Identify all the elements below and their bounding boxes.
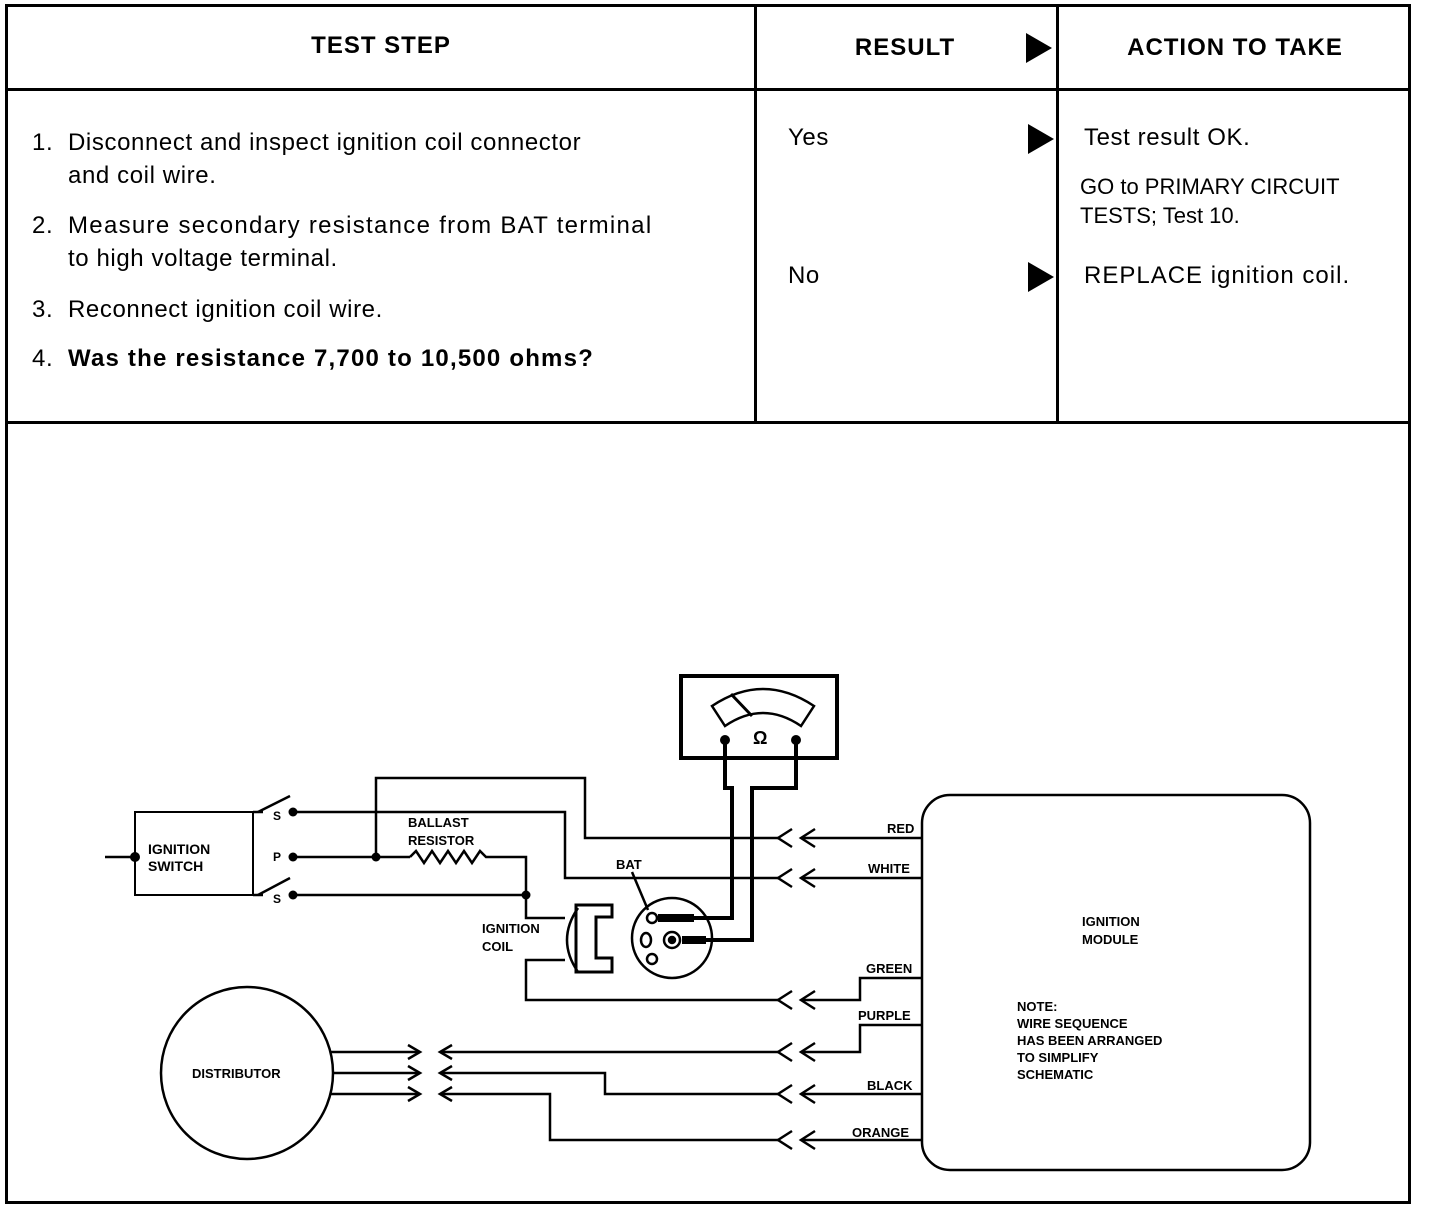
step-text-question: Was the resistance 7,700 to 10,500 ohms? — [68, 345, 594, 372]
note-line: SCHEMATIC — [1017, 1067, 1094, 1082]
note-line: WIRE SEQUENCE — [1017, 1016, 1128, 1031]
column-divider-2 — [1056, 4, 1059, 424]
meter-ohm-symbol: Ω — [753, 728, 767, 748]
wire-label-red: RED — [887, 821, 914, 836]
ignition-module: IGNITION MODULE NOTE: WIRE SEQUENCE HAS … — [920, 793, 1312, 1172]
table-bottom-divider — [5, 421, 1411, 424]
step-3: 3. Reconnect ignition coil wire. — [32, 293, 383, 326]
terminal-p: P — [273, 850, 281, 864]
header-action: ACTION TO TAKE — [1127, 34, 1343, 61]
result-yes-arrow-icon — [1028, 124, 1054, 154]
result-no: No — [788, 262, 820, 289]
step-number: 1. — [32, 129, 54, 156]
module-label-2: MODULE — [1082, 932, 1139, 947]
step-text-cont: and coil wire. — [68, 162, 217, 189]
step-2: 2. Measure secondary resistance from BAT … — [32, 209, 652, 275]
terminal-s-bottom: S — [273, 892, 281, 906]
step-number: 3. — [32, 296, 54, 323]
module-label: IGNITION — [1082, 914, 1140, 929]
distributor-label: DISTRIBUTOR — [192, 1066, 281, 1081]
ignition-coil-label: IGNITION — [482, 921, 540, 936]
step-4: 4. Was the resistance 7,700 to 10,500 ohm… — [32, 342, 594, 375]
header-arrow-icon — [1026, 33, 1052, 63]
ignition-coil-connector: IGNITION COIL — [482, 903, 614, 974]
distributor: DISTRIBUTOR — [159, 985, 453, 1161]
note-title: NOTE: — [1017, 999, 1057, 1014]
column-divider-1 — [754, 4, 757, 424]
wire-label-green: GREEN — [866, 961, 912, 976]
action-yes-main: Test result OK. — [1084, 124, 1251, 151]
note-line: TO SIMPLIFY — [1017, 1050, 1099, 1065]
ignition-switch: IGNITION SWITCH S P S — [105, 794, 298, 906]
page-frame — [5, 4, 1411, 1204]
ballast-resistor: BALLAST RESISTOR — [408, 815, 492, 866]
ignition-switch-label: IGNITION — [148, 841, 210, 857]
wire-label-black: BLACK — [867, 1078, 913, 1093]
bat-label: BAT — [616, 857, 642, 872]
note-line: HAS BEEN ARRANGED — [1017, 1033, 1162, 1048]
step-number: 2. — [32, 212, 54, 239]
header-test-step: TEST STEP — [311, 32, 451, 59]
wire-label-white: WHITE — [868, 861, 910, 876]
action-yes-goto-line1: GO to PRIMARY CIRCUIT — [1080, 174, 1340, 199]
ignition-switch-label-2: SWITCH — [148, 858, 203, 874]
ohmmeter: Ω — [679, 674, 839, 760]
wire-label-orange: ORANGE — [852, 1125, 909, 1140]
step-text: Measure secondary resistance from BAT te… — [68, 212, 653, 239]
result-no-arrow-icon — [1028, 262, 1054, 292]
action-yes-goto-line2: TESTS; Test 10. — [1080, 203, 1240, 228]
step-text-cont: to high voltage terminal. — [68, 245, 338, 272]
step-number: 4. — [32, 345, 54, 372]
ignition-coil: BAT — [616, 857, 714, 980]
header-result: RESULT — [854, 34, 956, 61]
terminal-s-top: S — [273, 809, 281, 823]
step-1: 1. Disconnect and inspect ignition coil c… — [32, 126, 581, 192]
ballast-label: BALLAST — [408, 815, 469, 830]
action-no-main: REPLACE ignition coil. — [1084, 262, 1351, 289]
ignition-coil-label-2: COIL — [482, 939, 513, 954]
bat-terminal — [645, 911, 659, 925]
wire-label-purple: PURPLE — [858, 1008, 911, 1023]
header-divider — [5, 88, 1411, 91]
step-text: Disconnect and inspect ignition coil con… — [68, 129, 582, 156]
ballast-label-2: RESISTOR — [408, 833, 475, 848]
step-text: Reconnect ignition coil wire. — [68, 296, 383, 323]
result-yes: Yes — [788, 124, 829, 151]
